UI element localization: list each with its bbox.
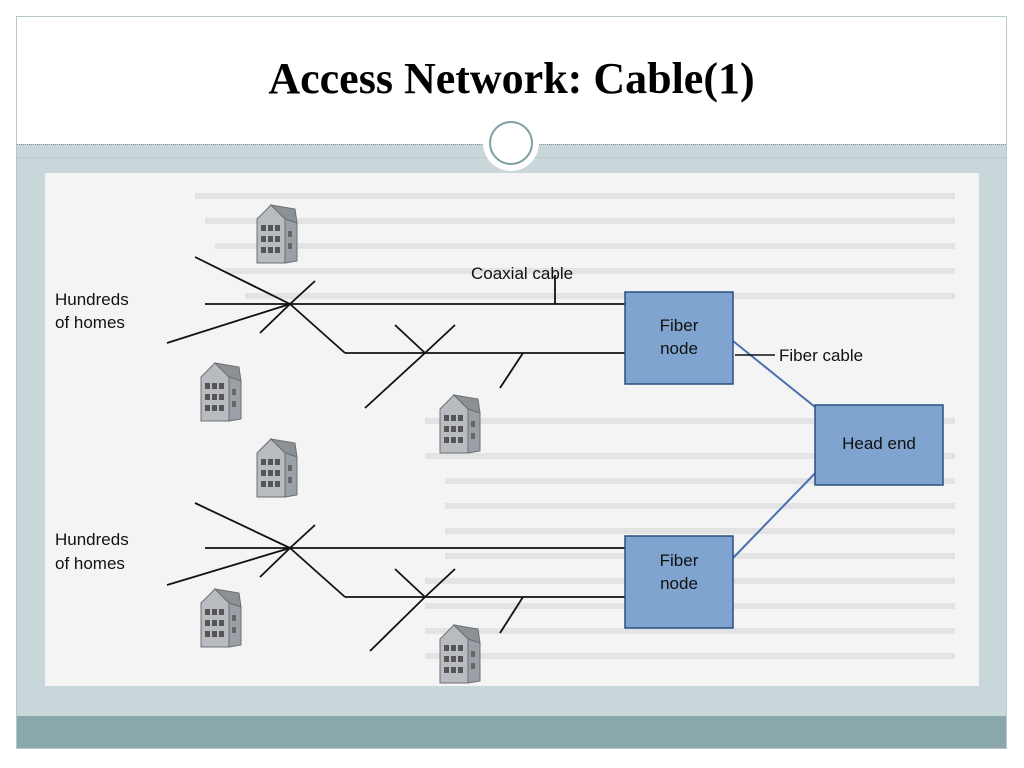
fiber-node-bottom bbox=[624, 535, 734, 629]
coax-lines-top bbox=[166, 256, 625, 409]
slide: Access Network: Cable(1) bbox=[16, 16, 1007, 749]
house-icon bbox=[200, 362, 242, 422]
house-icon bbox=[439, 624, 481, 684]
fiber-node-top-line1: Fiber bbox=[660, 316, 699, 335]
head-end-label: Head end bbox=[842, 434, 916, 453]
homes-top-line1: Hundreds bbox=[55, 290, 129, 309]
homes-top-line2: of homes bbox=[55, 313, 125, 332]
fiber-node-bottom-line2: node bbox=[660, 574, 698, 593]
fiber-cable-lines bbox=[732, 340, 826, 559]
diagram-svg: Fiber node Fiber node Head end Coaxial c… bbox=[55, 193, 955, 684]
house-icon bbox=[439, 394, 481, 454]
circle-ornament-icon bbox=[483, 115, 539, 171]
cable-network-diagram: Fiber node Fiber node Head end Coaxial c… bbox=[45, 173, 979, 686]
homes-bottom-line1: Hundreds bbox=[55, 530, 129, 549]
fiber-node-bottom-line1: Fiber bbox=[660, 551, 699, 570]
house-icon bbox=[256, 204, 298, 264]
house-icon bbox=[200, 588, 242, 648]
head-end-box bbox=[814, 404, 944, 486]
circle-ring-icon bbox=[489, 121, 533, 165]
fiber-node-top bbox=[624, 291, 734, 385]
slide-title: Access Network: Cable(1) bbox=[268, 54, 755, 103]
coax-lines-bottom bbox=[166, 502, 625, 652]
fiber-cable-label: Fiber cable bbox=[779, 346, 863, 365]
fiber-node-top-line2: node bbox=[660, 339, 698, 358]
homes-bottom-line2: of homes bbox=[55, 554, 125, 573]
coaxial-cable-label: Coaxial cable bbox=[471, 264, 573, 283]
footer-bar bbox=[17, 716, 1006, 748]
house-icon bbox=[256, 438, 298, 498]
